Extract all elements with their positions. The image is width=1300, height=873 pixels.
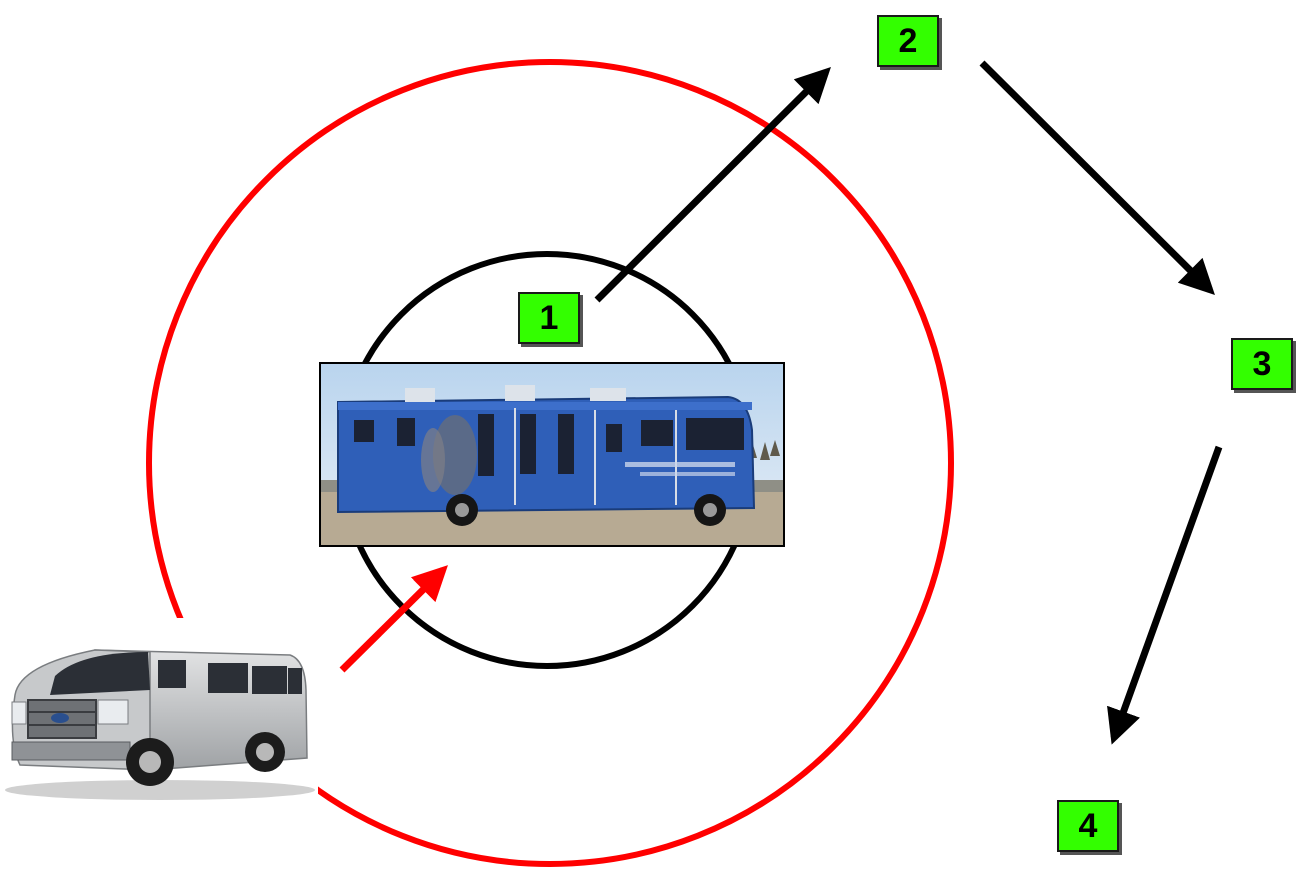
arrow-1-to-2 — [594, 67, 831, 303]
mobile-clinic-bus-image — [319, 362, 785, 547]
arrow-van-to-bus — [339, 565, 448, 673]
step-3-badge: 3 — [1231, 338, 1293, 390]
outer-ring — [146, 59, 954, 867]
passenger-van-image — [0, 618, 318, 808]
step-4-badge: 4 — [1057, 800, 1119, 852]
step-2-badge: 2 — [877, 15, 939, 67]
arrow-3-to-4 — [1107, 445, 1223, 745]
arrow-2-to-3 — [979, 60, 1215, 295]
step-1-badge: 1 — [518, 292, 580, 344]
